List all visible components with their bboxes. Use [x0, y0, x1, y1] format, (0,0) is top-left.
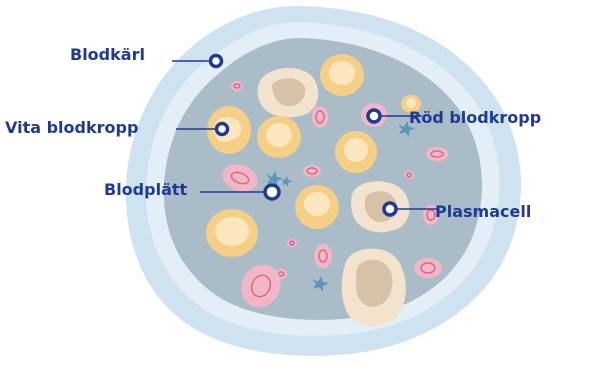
white-blood-cell-6	[206, 209, 258, 257]
red-blood-cell-6	[426, 147, 448, 161]
label-plasma-cell: Plasmacell	[435, 202, 531, 222]
circle-marker-icon	[265, 185, 279, 199]
red-blood-cell-10	[314, 244, 332, 268]
red-blood-cell-7	[404, 171, 414, 179]
red-blood-cell-13	[414, 258, 442, 278]
label-platelet: Blodplätt	[104, 180, 187, 200]
white-blood-cell-5	[295, 185, 339, 229]
circle-marker-icon	[211, 56, 222, 67]
red-blood-cell-1	[231, 81, 243, 91]
white-blood-cell-3	[320, 54, 364, 96]
red-blood-cell-4	[303, 165, 321, 177]
circle-marker-icon	[368, 110, 380, 122]
red-blood-cell-3	[312, 106, 328, 128]
label-white-blood-cell: Vita blodkropp	[5, 118, 138, 138]
plasma-cell-3	[342, 249, 406, 326]
circle-marker-icon	[217, 124, 228, 135]
circle-marker-icon	[384, 203, 396, 215]
plasma-cell-2	[351, 181, 409, 232]
label-red-blood-cell: Röd blodkropp	[409, 108, 541, 128]
white-blood-cell-4	[335, 131, 377, 173]
red-blood-cell-9	[287, 239, 297, 247]
white-blood-cell-2	[257, 116, 301, 158]
plasma-cell-1	[258, 68, 319, 117]
label-blood-vessel: Blodkärl	[70, 45, 145, 65]
